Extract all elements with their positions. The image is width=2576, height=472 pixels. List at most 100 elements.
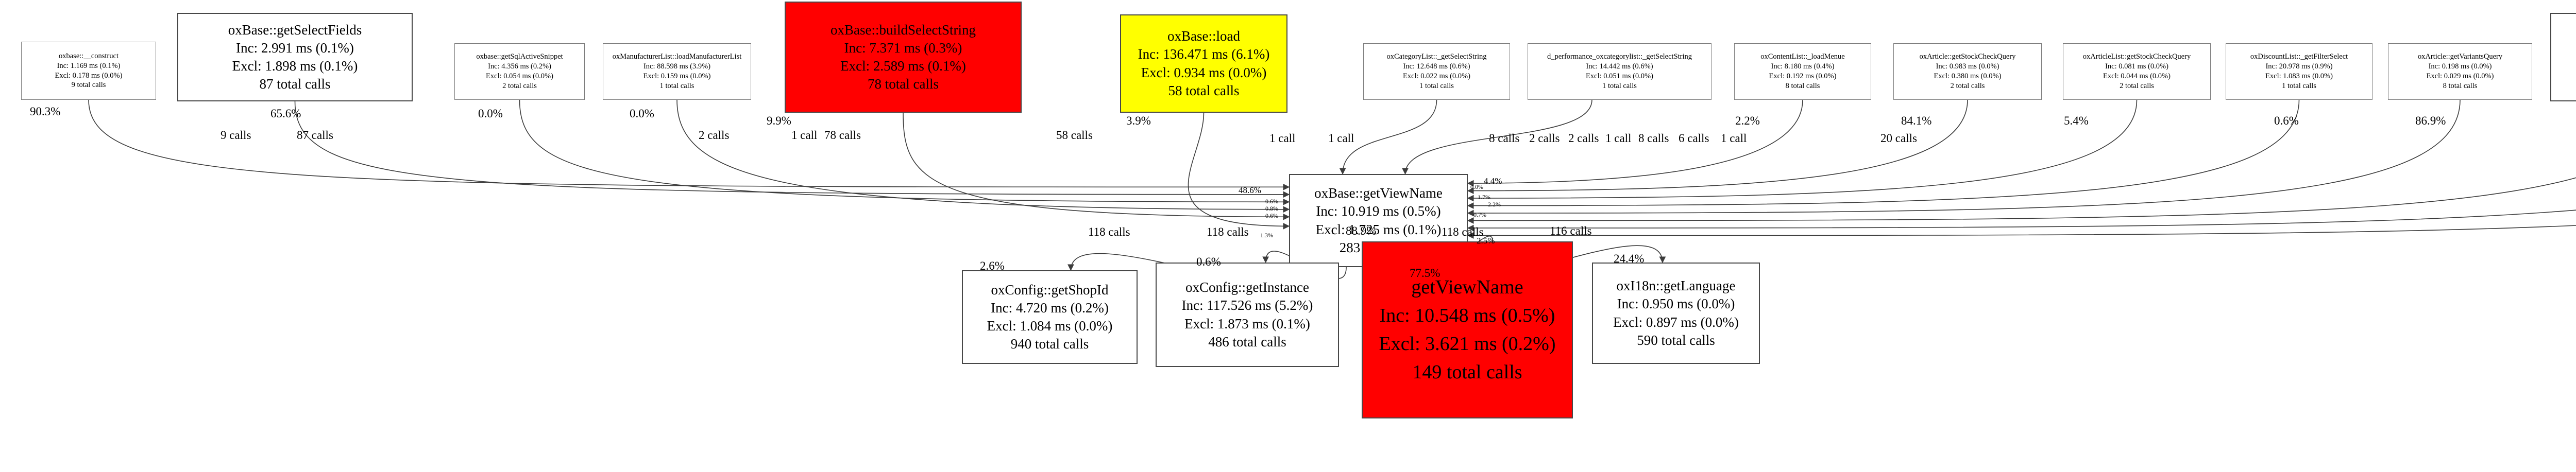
edge-label: 1 call <box>1721 132 1747 145</box>
edge-label: 6 calls <box>1679 132 1709 145</box>
node-metric: Excl: 1.725 ms (0.1%) <box>1315 221 1442 237</box>
node-metric: Inc: 2.991 ms (0.1%) <box>236 40 354 56</box>
edge-label: 2 calls <box>1529 132 1560 145</box>
node-metric: Inc: 10.919 ms (0.5%) <box>1316 203 1441 219</box>
node-metric: Excl: 1.873 ms (0.1%) <box>1184 316 1310 331</box>
node-title: oxArticle::getVariantsQuery <box>2417 53 2503 61</box>
node-title: oxBase::getSelectFields <box>228 22 362 38</box>
call-edge-load-to-center <box>1188 112 1290 230</box>
node-title: getViewName <box>1411 276 1523 298</box>
node-metric: 1 total calls <box>2282 81 2316 90</box>
node-metric: 78 total calls <box>868 76 939 92</box>
edge-label: 86.9% <box>2415 114 2446 127</box>
edge-label: 87 calls <box>297 129 333 142</box>
call-edge-getSelectFields-to-center <box>294 101 1290 198</box>
call-edge-perfSelect-to-center <box>1402 99 1592 175</box>
node-metric: Inc: 1.169 ms (0.1%) <box>57 61 121 70</box>
node-metric: Excl: 0.022 ms (0.0%) <box>1403 72 1470 80</box>
edge-label: 84.1% <box>1901 114 1932 127</box>
edge-label: 5.4% <box>2064 114 2089 127</box>
edge-label: 0.6% <box>1196 255 1221 268</box>
call-edge-construct-to-center <box>88 99 1290 190</box>
graph-node-loadManufacturerList: oxManufacturerList::loadManufacturerList… <box>603 43 751 100</box>
edge-label: 1.3% <box>1260 232 1273 239</box>
node-metric: Excl: 1.898 ms (0.1%) <box>232 58 358 74</box>
call-edge-catSelect-to-center <box>1339 99 1437 175</box>
node-metric: Excl: 0.178 ms (0.0%) <box>55 71 123 80</box>
node-title: oxArticleList::getStockCheckQuery <box>2082 53 2191 61</box>
edge-label: 2 calls <box>699 129 730 142</box>
edge-label: 0.0% <box>630 107 654 120</box>
node-title: oxbase::getSqlActiveSnippet <box>476 53 563 61</box>
node-title: d_performance_oxcategorylist::_getSelect… <box>1547 53 1692 61</box>
edge-label: 2.2% <box>1735 114 1760 127</box>
node-metric: Inc: 8.180 ms (0.4%) <box>1771 62 1835 71</box>
node-metric: Inc: 10.548 ms (0.5%) <box>1379 304 1555 326</box>
edge-label: 0.6% <box>1265 212 1278 219</box>
node-title: oxConfig::getInstance <box>1185 279 1309 295</box>
node-metric: 2 total calls <box>1950 81 1985 90</box>
edge-label: 0.6% <box>2274 114 2299 127</box>
edge-label: 0.7% <box>1473 211 1486 218</box>
graph-node-perfSelect: d_performance_oxcategorylist::_getSelect… <box>1528 43 1711 100</box>
call-edge-stockCheck1-to-center <box>1467 99 1968 194</box>
node-metric: Excl: 0.934 ms (0.0%) <box>1141 64 1267 80</box>
node-title: oxManufacturerList::loadManufacturerList <box>612 53 742 61</box>
call-edge-loadMenue-to-center <box>1467 99 1803 187</box>
node-metric: Inc: 4.356 ms (0.2%) <box>488 62 551 71</box>
call-edge-loadCategoryIds-to-center <box>1467 209 2576 232</box>
call-edge-loadVariantList-to-center <box>1467 177 2576 224</box>
graph-node-loadVariantList: oxArticle::_loadVariantListInc: 36.471 m… <box>2550 13 2576 101</box>
edge-label: 88.9% <box>1346 224 1377 237</box>
node-metric: Inc: 88.598 ms (3.9%) <box>643 62 711 71</box>
node-title: oxConfig::getShopId <box>991 282 1109 298</box>
edge-label: 116 calls <box>1550 224 1592 237</box>
node-metric: 8 total calls <box>2443 81 2478 90</box>
node-metric: Inc: 12.648 ms (0.6%) <box>1403 62 1470 71</box>
edge-label: 24.4% <box>1614 252 1645 265</box>
node-metric: Excl: 1.083 ms (0.0%) <box>2265 72 2333 80</box>
call-edge-filterSelect-to-center <box>1467 99 2300 209</box>
edge-label: 0.0% <box>1470 183 1483 190</box>
node-metric: Inc: 0.081 ms (0.0%) <box>2105 62 2168 71</box>
node-metric: Inc: 14.442 ms (0.6%) <box>1586 62 1653 71</box>
node-metric: 940 total calls <box>1010 336 1089 352</box>
edge-label: 4.4% <box>1484 176 1502 186</box>
node-metric: 2 total calls <box>502 81 537 90</box>
node-metric: 486 total calls <box>1208 334 1286 349</box>
call-edge-stockCheck2-to-center <box>1467 99 2138 202</box>
node-metric: Excl: 2.589 ms (0.1%) <box>840 58 966 74</box>
call-edge-buildSelectString-to-center <box>903 112 1290 220</box>
edge-label: 1.7% <box>1478 194 1490 201</box>
edge-label: 2.6% <box>980 259 1005 272</box>
edge-label: 48.6% <box>1239 185 1261 195</box>
node-metric: 590 total calls <box>1637 332 1715 348</box>
edge-label: 90.3% <box>30 105 61 118</box>
call-edge-getSqlActiveSnippet-to-center <box>519 99 1290 205</box>
edge-label: 3.9% <box>1126 114 1151 127</box>
node-metric: Excl: 1.084 ms (0.0%) <box>987 318 1113 334</box>
node-metric: Excl: 3.621 ms (0.2%) <box>1379 333 1556 355</box>
node-metric: Inc: 117.526 ms (5.2%) <box>1181 298 1313 313</box>
node-metric: Excl: 0.380 ms (0.0%) <box>1934 72 2002 80</box>
node-metric: 8 total calls <box>1785 81 1820 90</box>
edge-label: 1 call <box>1605 132 1632 145</box>
node-metric: Inc: 0.983 ms (0.0%) <box>1936 62 1999 71</box>
edge-label: 20 calls <box>1880 132 1917 145</box>
node-metric: Excl: 0.897 ms (0.0%) <box>1613 314 1739 330</box>
edge-label: 2.5% <box>1477 236 1495 246</box>
